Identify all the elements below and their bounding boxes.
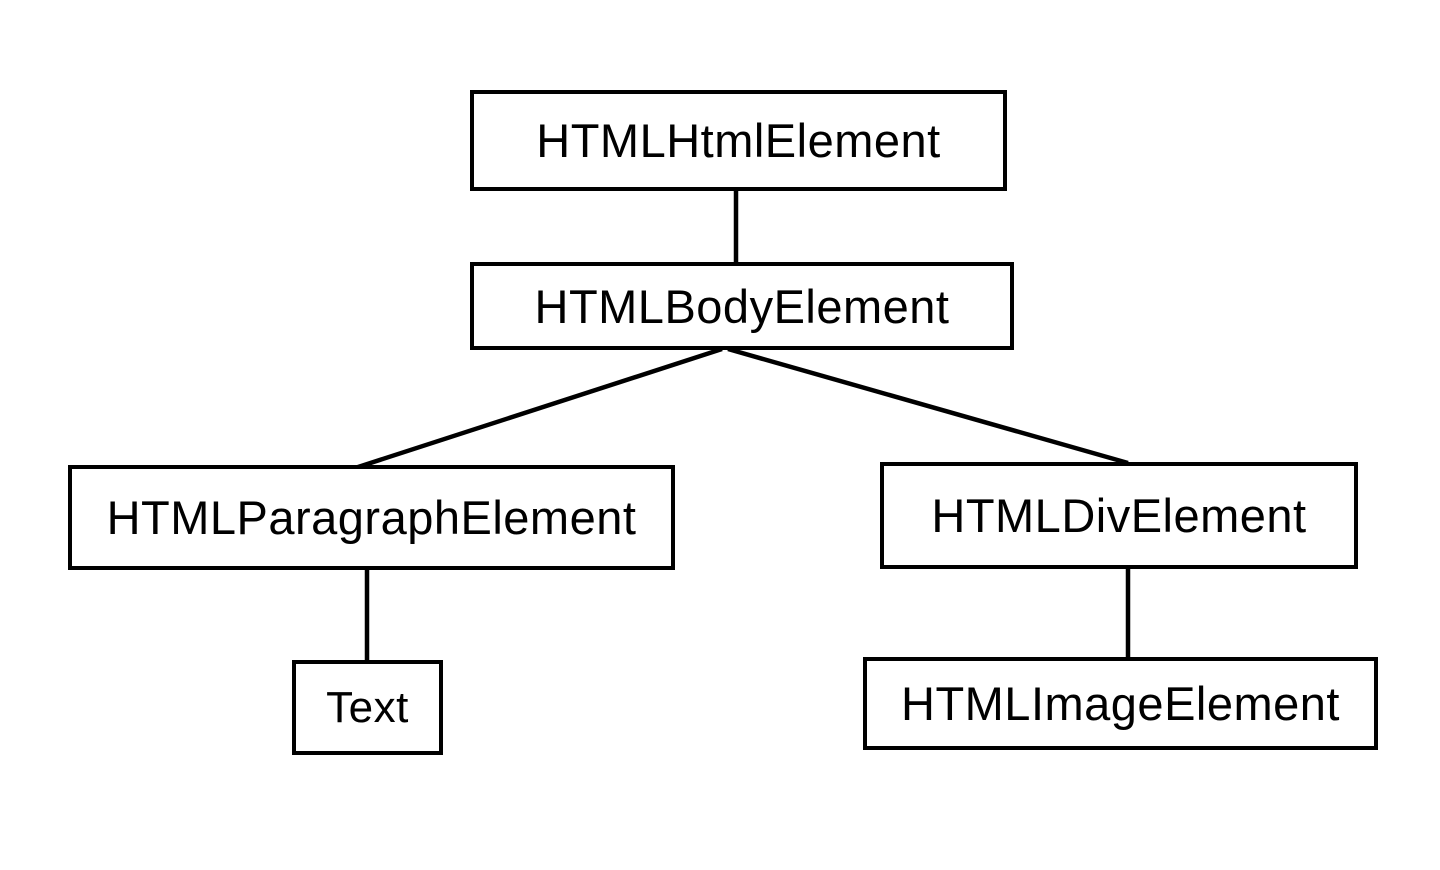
edge-body-paragraph xyxy=(354,346,723,471)
node-html-element-label: HTMLHtmlElement xyxy=(536,114,941,167)
node-image-element-label: HTMLImageElement xyxy=(901,677,1340,730)
node-body-element: HTMLBodyElement xyxy=(470,262,1014,350)
node-text-label: Text xyxy=(326,682,409,732)
node-paragraph-element: HTMLParagraphElement xyxy=(68,465,675,570)
node-html-element: HTMLHtmlElement xyxy=(470,90,1007,191)
node-text: Text xyxy=(292,660,443,755)
node-body-element-label: HTMLBodyElement xyxy=(534,279,950,333)
node-image-element: HTMLImageElement xyxy=(863,657,1378,750)
edge-body-div xyxy=(727,346,1129,466)
node-div-element-label: HTMLDivElement xyxy=(931,489,1307,542)
node-paragraph-element-label: HTMLParagraphElement xyxy=(106,491,637,544)
node-div-element: HTMLDivElement xyxy=(880,462,1358,569)
